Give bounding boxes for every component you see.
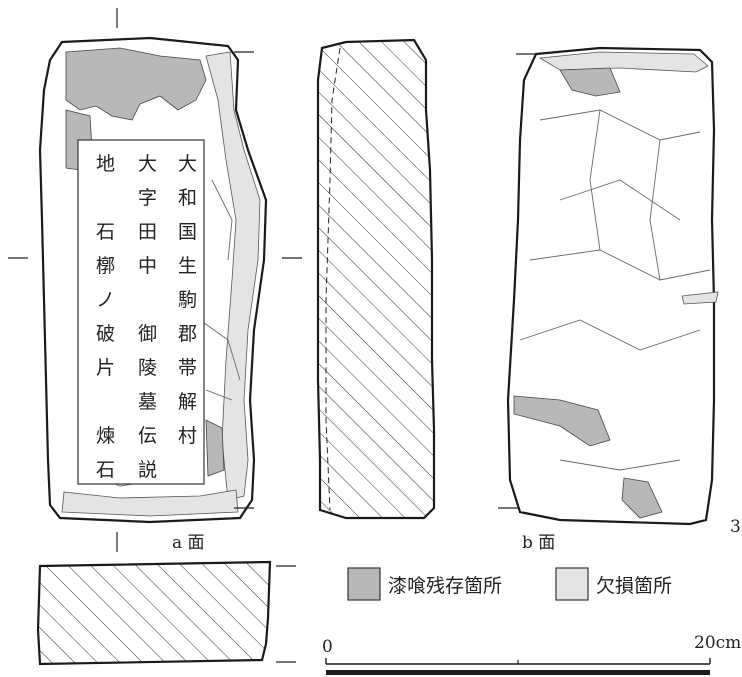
- scale-bar: 0 20cm: [322, 633, 741, 675]
- bottom-end-section: [36, 560, 296, 666]
- side-section-shape: [316, 38, 436, 520]
- scale-bar-solid: [326, 670, 710, 675]
- paper-label-text: 大和国生駒郡帯解村 大字田中 御陵墓伝説 地 石槨ノ破片 煉石: [96, 153, 197, 481]
- label-column-1: 大和国生駒郡帯解村: [178, 153, 197, 447]
- legend-missing-swatch: [555, 567, 589, 601]
- bottom-end-shape: [36, 560, 272, 666]
- face-a-plaster-top: [65, 47, 207, 121]
- legend: 漆喰残存箇所 欠損箇所: [347, 567, 672, 601]
- scale-end-label: 20cm: [694, 633, 741, 653]
- side-section-view: [316, 38, 436, 520]
- legend-plaster-label: 漆喰残存箇所: [388, 575, 502, 597]
- face-b-plaster-top: [559, 67, 621, 97]
- legend-missing-label: 欠損箇所: [596, 575, 672, 597]
- label-column-3: 地 石槨ノ破片 煉石: [96, 153, 115, 481]
- side-section-dashed-edge: [325, 47, 341, 511]
- face-b-cracks: [519, 109, 711, 471]
- face-b-missing-right: [681, 291, 719, 305]
- face-a-axis-marks: [8, 8, 302, 552]
- face-a-view: [38, 36, 268, 524]
- face-a-plaster-lower: [205, 419, 225, 477]
- face-b-label: b 面: [522, 533, 555, 553]
- figure-number: 3: [730, 517, 741, 537]
- paper-label: [77, 139, 205, 485]
- face-b-plaster-middle: [513, 395, 611, 447]
- face-b-axis-marks: [498, 53, 536, 509]
- face-a-missing-right: [205, 51, 261, 501]
- legend-plaster-swatch: [347, 567, 381, 601]
- face-a-missing-bottom: [61, 489, 239, 517]
- scale-start-label: 0: [322, 637, 333, 657]
- face-a-label: a 面: [172, 533, 205, 553]
- face-b-outline: [506, 46, 716, 526]
- face-b-view: [506, 46, 719, 526]
- label-column-2: 大字田中 御陵墓伝説: [138, 153, 157, 481]
- face-b-plaster-bottom: [621, 477, 663, 519]
- face-a-cracks: [79, 179, 241, 487]
